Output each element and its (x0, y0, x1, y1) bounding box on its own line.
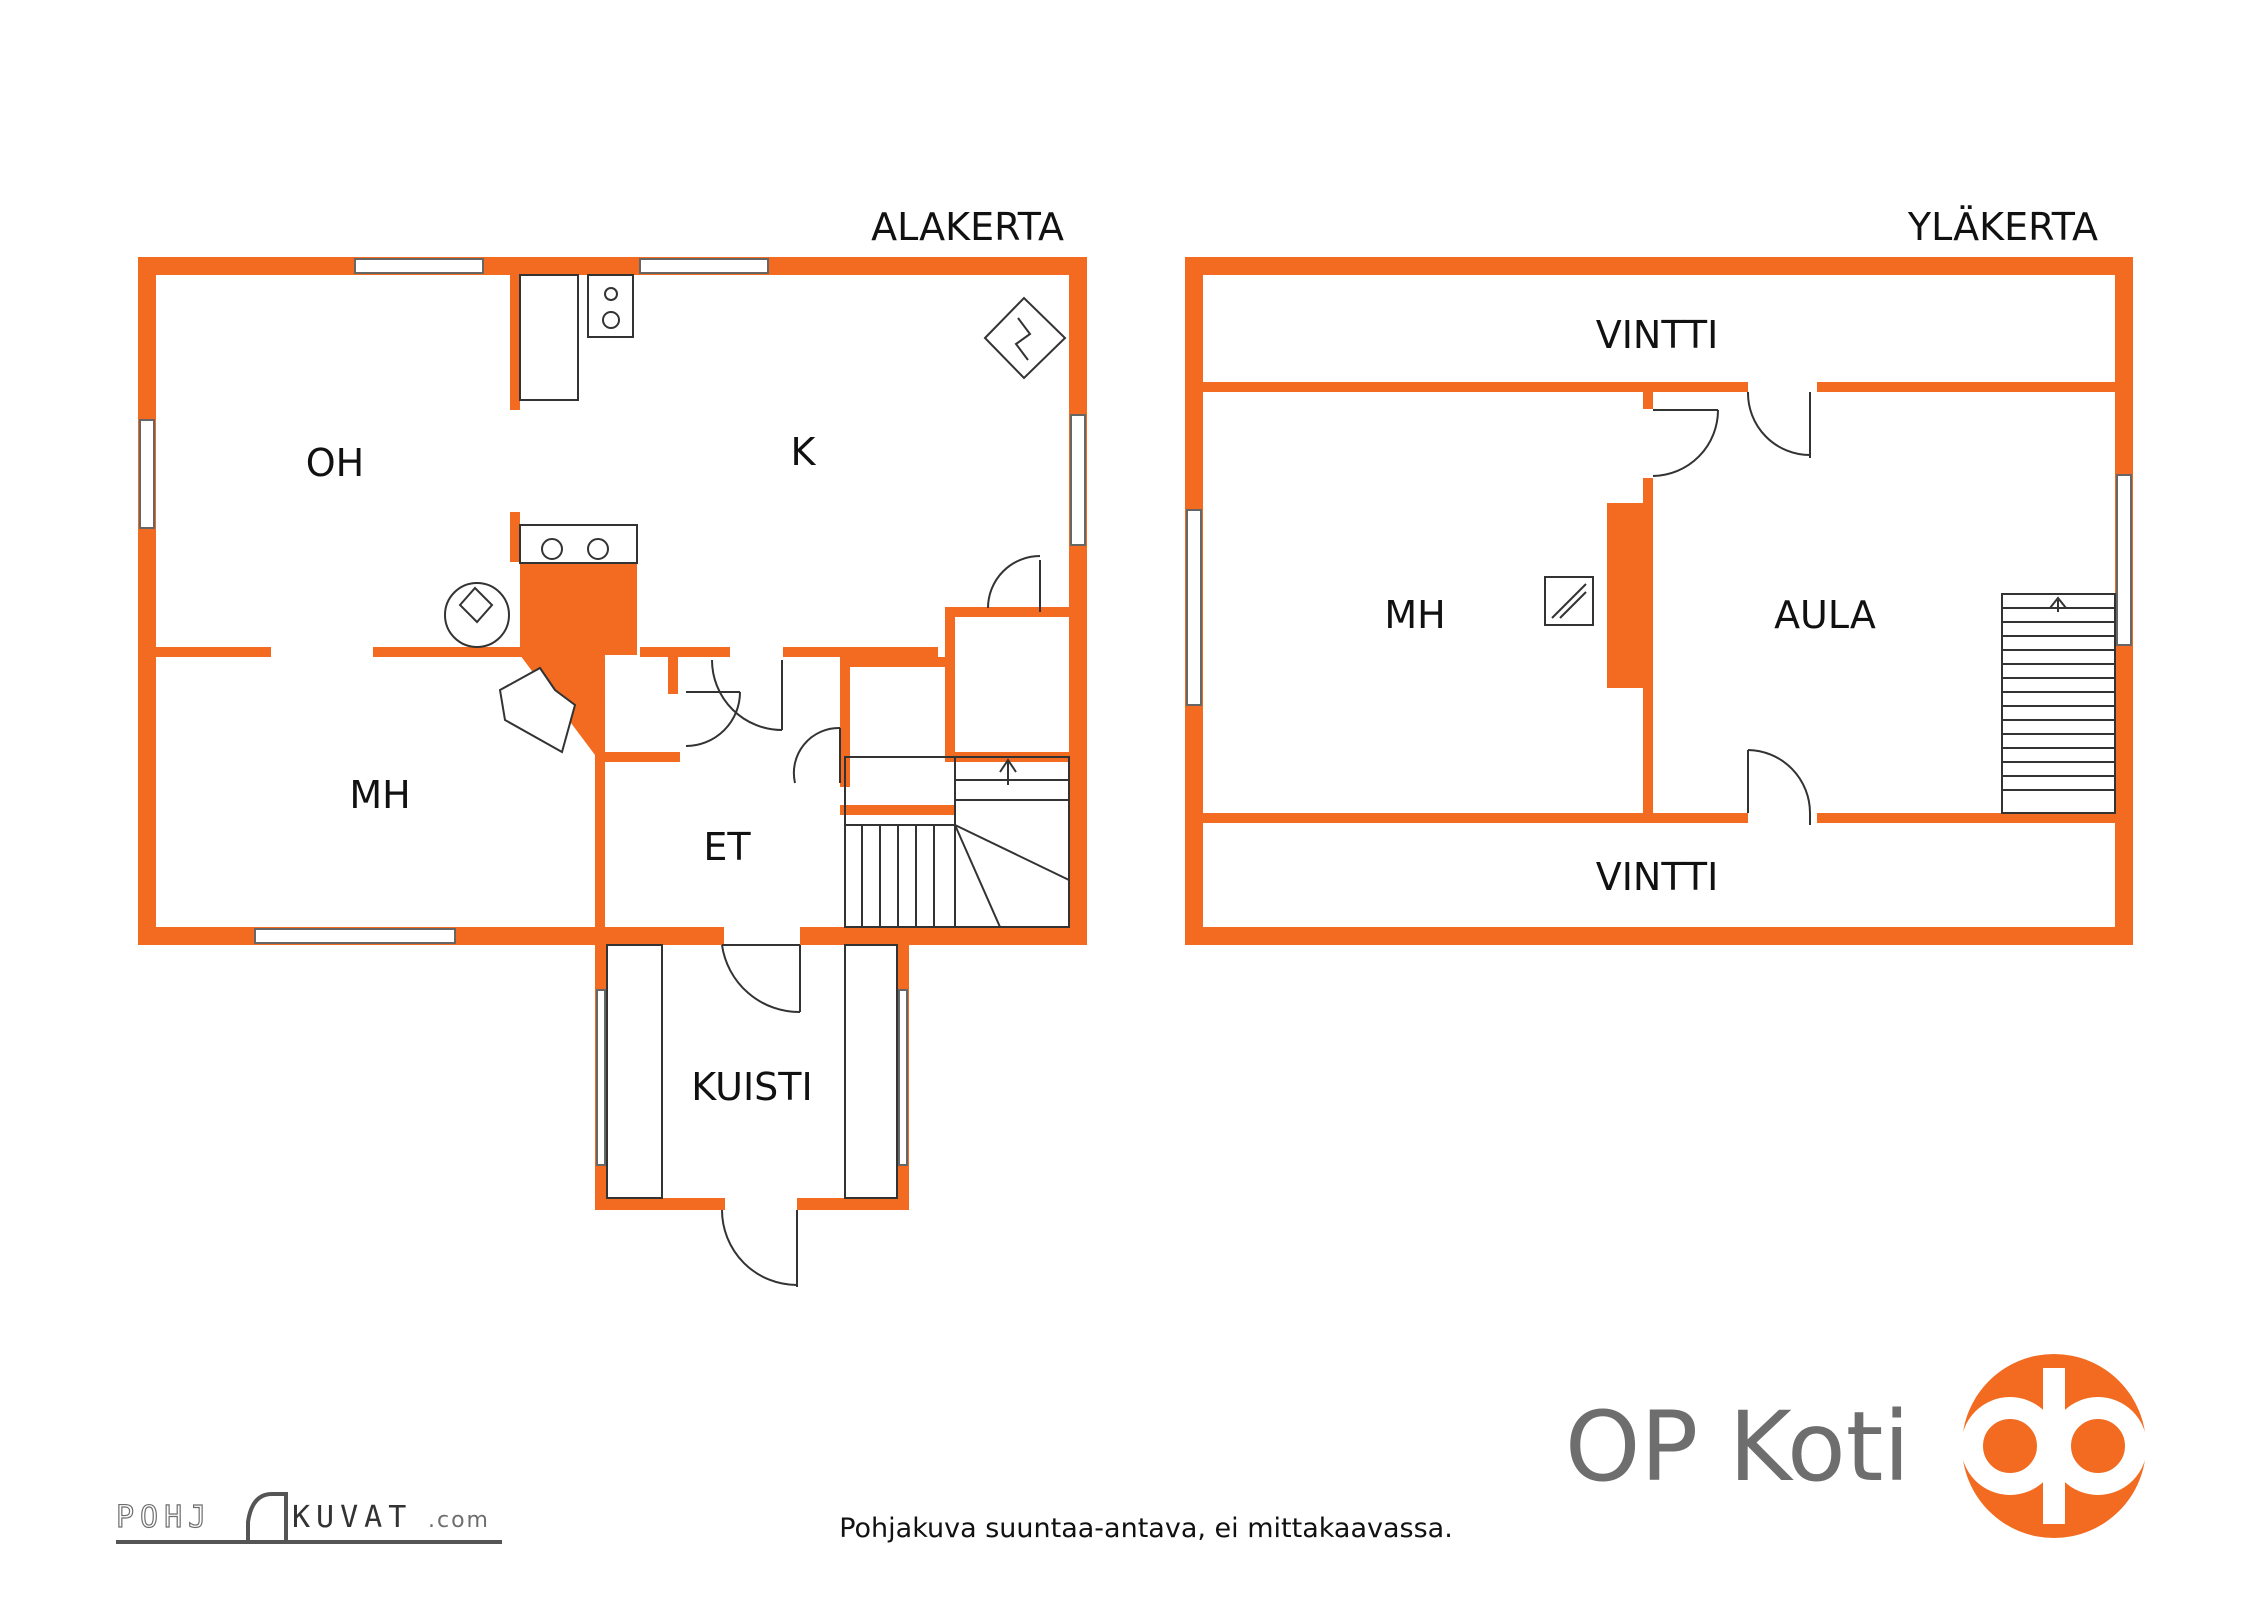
window (1186, 509, 1202, 706)
upper-floor: YLÄKERTA VINTTI MH AULA VINTTI (1185, 205, 2133, 945)
interior-wall (510, 275, 520, 410)
window (139, 419, 155, 529)
interior-wall (945, 607, 955, 762)
sink-counter (519, 524, 638, 564)
window (2116, 474, 2132, 646)
window (354, 258, 484, 274)
stove-burner (602, 311, 620, 329)
stove-burner (604, 287, 618, 301)
interior-wall (1817, 382, 2115, 392)
lower-wall-top (138, 257, 1087, 275)
interior-wall (1643, 392, 1653, 409)
staircase (2001, 593, 2116, 814)
interior-wall (595, 657, 605, 927)
interior-wall (1203, 813, 1748, 823)
room-label-mh-upper: MH (1384, 593, 1445, 637)
heater (444, 582, 510, 648)
interior-wall (373, 647, 595, 657)
room-label-oh: OH (306, 441, 364, 485)
door (685, 691, 741, 747)
kitchen-counter (519, 274, 579, 401)
fireplace (520, 563, 637, 755)
window (254, 928, 456, 944)
door (1652, 409, 1719, 477)
window (639, 258, 769, 274)
disclaimer-note: Pohjakuva suuntaa-antava, ei mittakaavas… (839, 1513, 1453, 1544)
interior-wall (840, 805, 955, 815)
upper-floor-title: YLÄKERTA (1907, 205, 2098, 249)
interior-wall (1203, 382, 1748, 392)
stove (587, 274, 634, 338)
upper-wall-top (1185, 257, 2133, 275)
door (711, 659, 783, 731)
interior-wall (783, 647, 938, 657)
staircase (844, 756, 1070, 928)
credit-left: POHJ (116, 1500, 212, 1535)
window (1070, 414, 1086, 546)
room-label-vintti-bottom: VINTTI (1596, 855, 1719, 899)
interior-wall (840, 657, 945, 667)
op-logo-icon (1961, 1354, 2147, 1538)
door (721, 944, 801, 1014)
credit-swoosh-icon (246, 1492, 288, 1542)
room-label-aula: AULA (1774, 593, 1876, 637)
upper-wall-bottom (1185, 927, 2133, 945)
lower-floor: ALAKERTA OH K MH ET KUISTI (138, 205, 1087, 1287)
porch-wall-bottom (595, 1198, 725, 1210)
interior-wall (1643, 478, 1653, 813)
door (987, 555, 1041, 612)
sink-bowl (541, 538, 563, 560)
brand-name: OP Koti (1565, 1391, 1910, 1503)
lower-floor-title: ALAKERTA (871, 205, 1064, 249)
chimney (1607, 503, 1643, 688)
porch-wall-bottom (797, 1198, 909, 1210)
interior-wall (945, 607, 1069, 617)
room-label-kuisti: KUISTI (691, 1065, 812, 1109)
room-label-et: ET (703, 825, 751, 869)
porch-bench (844, 944, 898, 1199)
lower-wall-right (1069, 257, 1087, 945)
door (721, 1209, 798, 1287)
interior-wall (510, 512, 520, 562)
credit-suffix: .com (428, 1508, 490, 1533)
room-label-k: K (791, 430, 817, 474)
door (1746, 391, 1811, 458)
heater-icon (458, 586, 494, 624)
porch-bench (606, 944, 663, 1199)
lower-wall-bottom-right (800, 927, 1087, 945)
door (1747, 749, 1811, 825)
fireplace-icon (1544, 576, 1594, 626)
interior-wall (605, 752, 680, 762)
interior-wall (640, 647, 730, 657)
window (596, 989, 606, 1166)
lower-wall-left (138, 257, 156, 945)
credit-logo: POHJ KUVAT .com (115, 1492, 502, 1544)
window (898, 989, 908, 1166)
interior-wall (840, 657, 850, 787)
fireplace-insert (498, 666, 577, 754)
room-label-mh: MH (349, 773, 410, 817)
interior-wall (668, 657, 678, 694)
interior-wall (156, 647, 271, 657)
credit-right: KUVAT (292, 1500, 412, 1535)
door (792, 726, 841, 784)
sink-bowl (587, 538, 609, 560)
interior-wall (1817, 813, 2115, 823)
room-label-vintti-top: VINTTI (1596, 313, 1719, 357)
electric-panel-icon (983, 296, 1067, 380)
